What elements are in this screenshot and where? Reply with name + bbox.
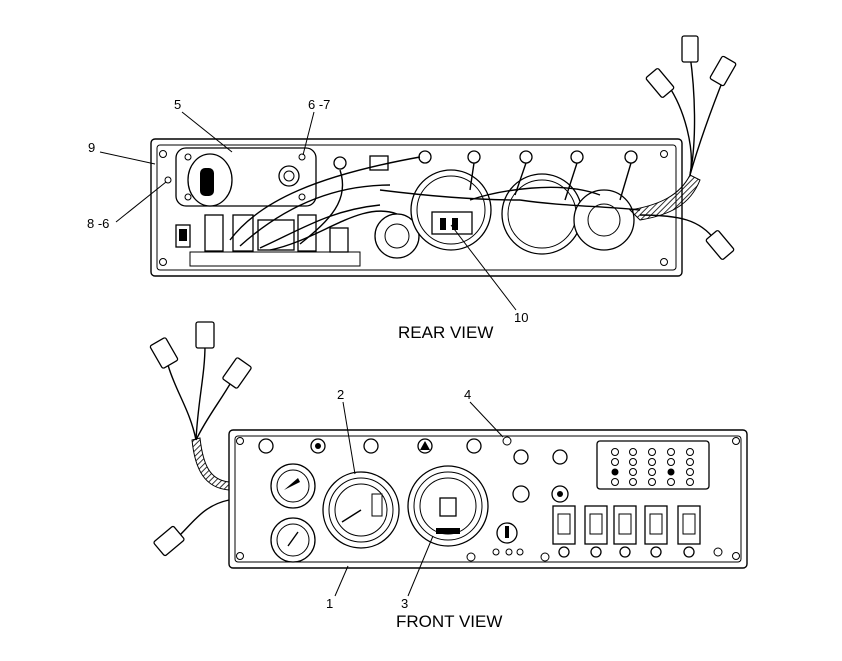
rear-harness (628, 35, 737, 260)
callout-9: 9 (88, 140, 95, 155)
callout-10: 10 (514, 310, 528, 325)
front-rocker-switches (552, 505, 723, 558)
rear-callouts: 5 6 -7 9 8 -6 10 (87, 97, 528, 325)
front-gauge-2 (322, 471, 400, 549)
front-small-gauges (270, 463, 316, 563)
rear-gauge-backs (374, 169, 635, 259)
front-harness (149, 321, 252, 557)
callout-3: 3 (401, 596, 408, 611)
front-view-title: FRONT VIEW (396, 612, 502, 631)
callout-2: 2 (337, 387, 344, 402)
front-indicator-lamps (258, 438, 569, 503)
callout-1: 1 (326, 596, 333, 611)
front-indicator-matrix (596, 440, 710, 490)
callout-8-6: 8 -6 (87, 216, 109, 231)
front-callouts: 2 4 1 3 (326, 387, 504, 611)
callout-6-7: 6 -7 (308, 97, 330, 112)
rear-wiring (229, 156, 641, 251)
rear-terminal-blocks (189, 214, 361, 267)
front-view-panel (149, 321, 748, 569)
rear-top-connectors (333, 150, 638, 171)
front-gauge-3 (407, 465, 489, 547)
callout-4: 4 (464, 387, 471, 402)
callout-5: 5 (174, 97, 181, 112)
rear-view-panel (150, 35, 737, 277)
rear-view-title: REAR VIEW (398, 323, 493, 342)
rear-relay-housing (175, 147, 317, 207)
